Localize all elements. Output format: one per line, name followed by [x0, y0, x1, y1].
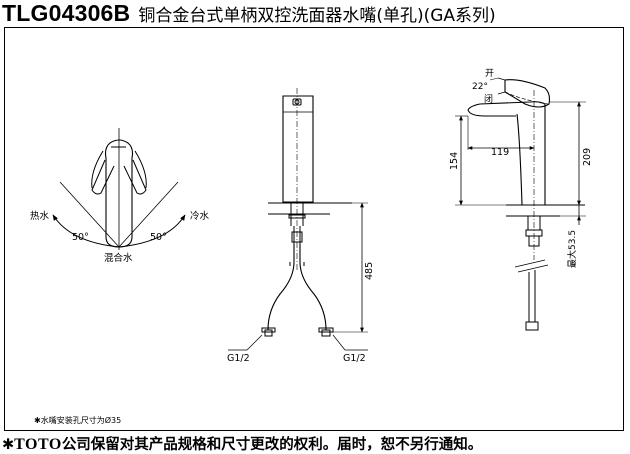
- hot-water-label: 热水: [30, 210, 50, 222]
- thread-right-label: G1/2: [343, 353, 366, 364]
- brand-name: TOTO: [14, 436, 62, 453]
- max-deck-dim: 最大53.5: [566, 230, 578, 268]
- product-description: 铜合金台式单柄双控洗面器水嘴(单孔)(GA系列): [138, 6, 496, 26]
- model-number: TLG04306B: [2, 0, 131, 26]
- close-label: 闭: [484, 93, 493, 105]
- open-label: 开: [485, 68, 494, 79]
- side-view: [455, 77, 586, 331]
- top-view: [52, 128, 186, 250]
- spout-height-154-dim: 154: [449, 152, 460, 170]
- mixed-water-label: 混合水: [104, 252, 133, 264]
- front-view: [228, 88, 368, 351]
- thread-left-label: G1/2: [227, 353, 250, 364]
- angle-right-label: 50°: [150, 232, 167, 243]
- angle-left-label: 50°: [72, 232, 89, 243]
- cold-water-label: 冷水: [190, 210, 210, 222]
- drawing-frame: [4, 27, 624, 431]
- total-height-209-dim: 209: [582, 148, 593, 166]
- reach-119-dim: 119: [491, 147, 509, 158]
- footer-disclaimer: ✱TOTO公司保留对其产品规格和尺寸更改的权利。届时，恕不另行通知。: [2, 433, 482, 454]
- install-hole-note: ✱水嘴安装孔尺寸为Ø35: [34, 416, 122, 425]
- height-485-dim: 485: [364, 262, 375, 280]
- angle-22-label: 22°: [472, 82, 488, 92]
- title-bar: TLG04306B 铜合金台式单柄双控洗面器水嘴(单孔)(GA系列): [2, 0, 496, 28]
- footer-star: ✱: [2, 437, 15, 453]
- disclaimer-text: 公司保留对其产品规格和尺寸更改的权利。届时，恕不另行通知。: [61, 437, 483, 453]
